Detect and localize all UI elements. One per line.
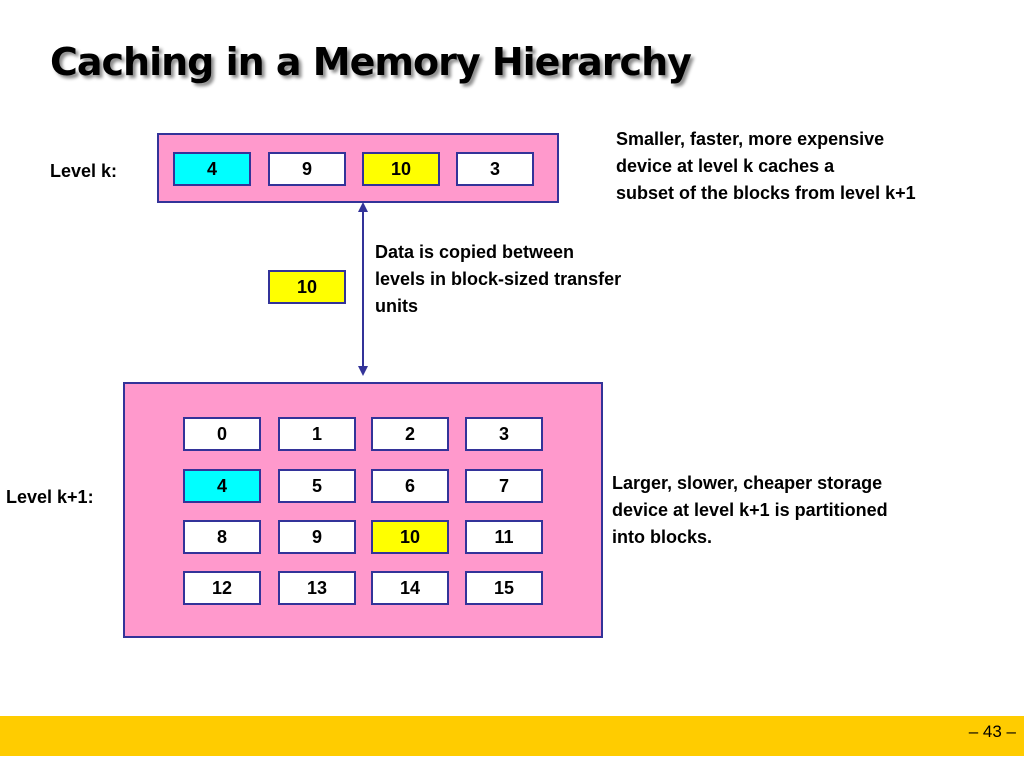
level-k1-block: 2 — [371, 417, 449, 451]
note-line: Smaller, faster, more expensive — [616, 129, 885, 149]
level-k1-block: 6 — [371, 469, 449, 503]
level-k-block: 9 — [268, 152, 346, 186]
level-k-block: 4 — [173, 152, 251, 186]
level-k1-panel: 0 1 2 3 4 5 6 7 8 9 10 11 12 13 14 15 — [123, 382, 603, 638]
note-line: into blocks. — [612, 527, 713, 547]
level-k-description: Smaller, faster, more expensive device a… — [616, 126, 916, 207]
level-k-label: Level k: — [50, 161, 118, 181]
note-line: device at level k+1 is partitioned — [612, 500, 888, 520]
level-k1-block: 0 — [183, 417, 261, 451]
level-k1-label: Level k+1: — [6, 487, 94, 507]
note-line: Larger, slower, cheaper storage — [612, 473, 883, 493]
slide-title: Caching in a Memory Hierarchy — [50, 40, 692, 84]
note-line: levels in block-sized transfer — [375, 269, 622, 289]
level-k1-block: 3 — [465, 417, 543, 451]
note-line: device at level k caches a — [616, 156, 835, 176]
level-k1-block: 9 — [278, 520, 356, 554]
level-k1-block: 12 — [183, 571, 261, 605]
level-k1-block: 10 — [371, 520, 449, 554]
level-k1-block: 8 — [183, 520, 261, 554]
level-k1-block: 14 — [371, 571, 449, 605]
level-k1-block: 7 — [465, 469, 543, 503]
footer-bar — [0, 716, 1024, 756]
transfer-block: 10 — [268, 270, 346, 304]
page-number: – 43 – — [968, 722, 1016, 741]
level-k1-block: 4 — [183, 469, 261, 503]
note-line: subset of the blocks from level k+1 — [616, 183, 916, 203]
level-k-block: 10 — [362, 152, 440, 186]
transfer-arrow — [358, 202, 368, 376]
level-k1-block: 1 — [278, 417, 356, 451]
level-k1-block: 13 — [278, 571, 356, 605]
level-k1-block: 5 — [278, 469, 356, 503]
level-k1-description: Larger, slower, cheaper storage device a… — [612, 470, 888, 551]
level-k-panel: 4 9 10 3 — [157, 133, 559, 203]
transfer-description: Data is copied between levels in block-s… — [375, 239, 621, 320]
note-line: units — [375, 296, 418, 316]
level-k1-block: 15 — [465, 571, 543, 605]
note-line: Data is copied between — [375, 242, 575, 262]
level-k-block: 3 — [456, 152, 534, 186]
level-k1-block: 11 — [465, 520, 543, 554]
